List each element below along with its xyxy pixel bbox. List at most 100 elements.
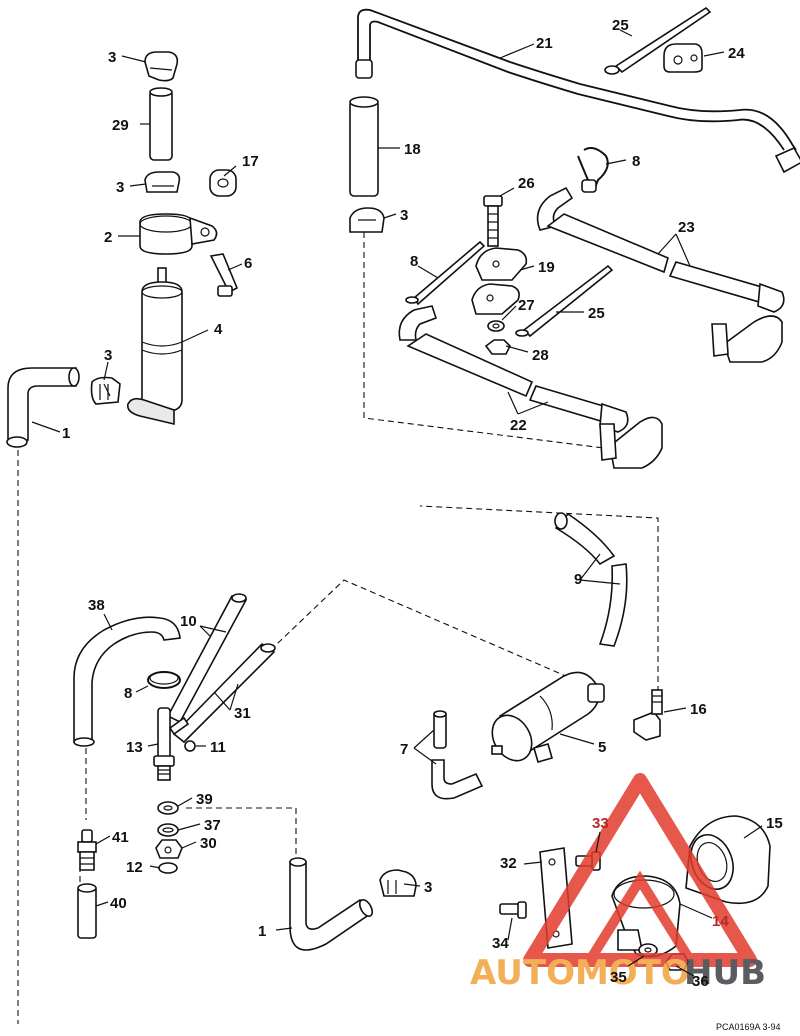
callout-34: 34	[492, 935, 509, 952]
washer-part-11	[184, 740, 196, 752]
tie-strap-part-25-top	[604, 6, 712, 75]
grommet-part-17	[209, 169, 237, 197]
callout-32: 32	[500, 855, 517, 872]
callout-19: 19	[538, 259, 555, 276]
callout-26: 26	[518, 175, 535, 192]
callout-3-middle: 3	[116, 179, 124, 196]
callout-31: 31	[234, 705, 251, 722]
callout-17: 17	[242, 153, 259, 170]
tie-strap-part-8-middle	[405, 240, 486, 306]
connection-line-filter	[255, 579, 599, 691]
hose-part-18	[349, 96, 379, 197]
callout-22: 22	[510, 417, 527, 434]
hose-part-9	[554, 512, 628, 647]
callout-6: 6	[244, 255, 252, 272]
callout-9: 9	[574, 571, 582, 588]
callout-21: 21	[536, 35, 553, 52]
watermark-text-secondary: HUB	[684, 953, 766, 993]
elbow-hose-part-1-lower	[289, 857, 374, 951]
elbow-hose-part-1-upper	[6, 367, 80, 448]
hose-clamp-part-3-bottom	[379, 869, 417, 897]
bolt-part-6	[209, 253, 239, 297]
hose-part-31	[172, 642, 276, 744]
washer-part-12	[158, 862, 178, 874]
callout-18: 18	[404, 141, 421, 158]
callout-16: 16	[690, 701, 707, 718]
callout-1-upper: 1	[62, 425, 70, 442]
hose-clamp-part-3-lower-left	[90, 376, 121, 405]
connection-line-upper-right	[363, 232, 605, 449]
fuel-filter-part-5	[491, 671, 605, 763]
callout-8-lower: 8	[124, 685, 132, 702]
callout-37: 37	[204, 817, 221, 834]
drawing-code-label: PCA0169A 3-94	[716, 1022, 781, 1032]
clamp-part-19	[471, 247, 528, 315]
callout-14: 14	[712, 913, 729, 930]
tie-strap-part-25-middle	[515, 264, 614, 338]
hose-clamp-part-3-top	[144, 51, 179, 82]
callout-35: 35	[610, 969, 627, 986]
fuel-filter-part-4	[126, 267, 183, 426]
hose-clamp-part-3-middle	[144, 171, 181, 193]
callout-3-bottom: 3	[424, 879, 432, 896]
nut-part-28	[484, 339, 511, 355]
callout-28: 28	[532, 347, 549, 364]
watermark-triangle-icon	[523, 773, 757, 967]
automotohub-watermark: AUTOMOTO HUB	[470, 773, 766, 993]
hose-part-29	[149, 87, 173, 161]
elbow-hose-part-38	[73, 616, 181, 747]
callout-10: 10	[180, 613, 197, 630]
leader-lines	[31, 29, 763, 977]
tee-fitting-part-13	[153, 707, 190, 781]
hose-clamp-part-8-lower	[147, 671, 181, 689]
callout-33: 33	[592, 815, 609, 832]
fuel-hose-part-23	[536, 186, 785, 363]
callout-30: 30	[200, 835, 217, 852]
hose-clamp-part-8-top	[577, 147, 609, 193]
nut-part-30	[155, 839, 183, 859]
hose-part-7-elbow	[431, 759, 484, 800]
watermark-text-primary: AUTOMOTO	[470, 953, 690, 993]
callout-13: 13	[126, 739, 143, 756]
callout-29: 29	[112, 117, 129, 134]
callout-numbers: 3 29 3 17 2 6 4 3 1 21 18 3 25 24 8 26 2…	[62, 17, 783, 990]
callout-8-middle: 8	[410, 253, 418, 270]
hose-part-7-straight	[433, 710, 447, 749]
callout-25-top: 25	[612, 17, 629, 34]
hose-clamp-part-3-right	[349, 207, 385, 233]
callout-3-lower-left: 3	[104, 347, 112, 364]
callout-27: 27	[518, 297, 535, 314]
grommet-part-24	[663, 43, 703, 73]
callout-39: 39	[196, 791, 213, 808]
washer-part-37	[157, 823, 179, 837]
callout-38: 38	[88, 597, 105, 614]
connection-line-center	[419, 505, 659, 692]
callout-4: 4	[214, 321, 223, 338]
fuel-hose-part-22	[398, 305, 663, 469]
washer-part-39	[157, 801, 179, 815]
hose-part-10	[166, 593, 248, 724]
callout-11: 11	[210, 739, 226, 756]
fitting-part-41	[77, 829, 97, 871]
callout-24: 24	[728, 45, 745, 62]
callout-7: 7	[400, 741, 408, 758]
callout-12: 12	[126, 859, 143, 876]
callout-8-top: 8	[632, 153, 640, 170]
callout-41: 41	[112, 829, 129, 846]
elbow-fitting-part-16	[633, 689, 663, 741]
screw-part-34	[499, 901, 527, 919]
callout-5: 5	[598, 739, 606, 756]
callout-25-middle: 25	[588, 305, 605, 322]
callout-36: 36	[692, 973, 709, 990]
callout-2: 2	[104, 229, 112, 246]
hose-part-40	[77, 883, 97, 939]
callout-3-right: 3	[400, 207, 408, 224]
bolt-part-26	[483, 195, 503, 247]
callout-23: 23	[678, 219, 695, 236]
fuel-line-part-21	[355, 8, 800, 174]
callout-1-lower: 1	[258, 923, 266, 940]
filter-bracket-part-2	[139, 213, 218, 255]
washer-part-27	[487, 320, 505, 332]
callout-3-top: 3	[108, 49, 116, 66]
